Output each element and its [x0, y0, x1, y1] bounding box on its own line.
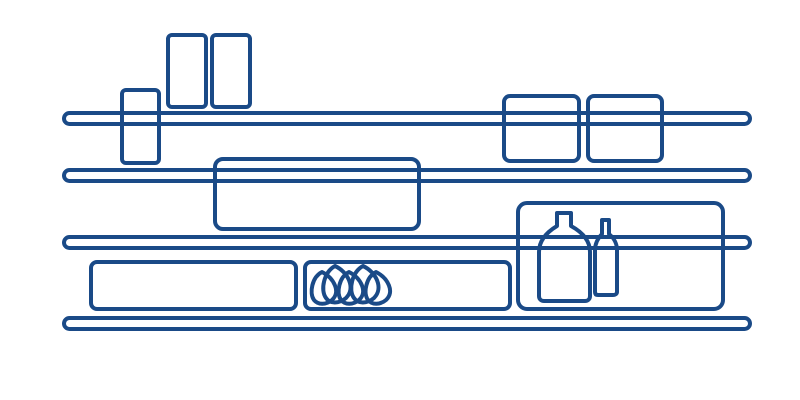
box-icon: [210, 33, 252, 109]
box-icon: [120, 88, 161, 165]
shelf-rail-icon: [62, 111, 752, 126]
drawer-icon: [303, 260, 512, 311]
box-icon: [502, 94, 581, 163]
drawer-icon: [89, 260, 298, 311]
bottles: [537, 211, 619, 303]
drawer-icon: [516, 201, 725, 311]
shelf-rail-icon: [62, 316, 752, 331]
bottom-drawers: [89, 201, 725, 311]
box-icon: [586, 94, 664, 163]
egg-icon: [363, 270, 392, 306]
egg-icon: [336, 270, 365, 306]
box-icon: [166, 33, 208, 109]
shelf-rail-icon: [62, 235, 752, 250]
top-shelf-items: [120, 33, 664, 165]
egg-tray: [309, 264, 392, 306]
egg-icon: [321, 264, 353, 305]
shelf-rails: [62, 111, 752, 331]
middle-shelf-items: [213, 157, 421, 231]
bottle-icon: [593, 218, 619, 297]
box-icon: [213, 157, 421, 231]
egg-icon: [309, 270, 338, 306]
egg-icon: [349, 264, 381, 305]
bottle-icon: [537, 211, 592, 303]
shelf-rail-icon: [62, 168, 752, 183]
